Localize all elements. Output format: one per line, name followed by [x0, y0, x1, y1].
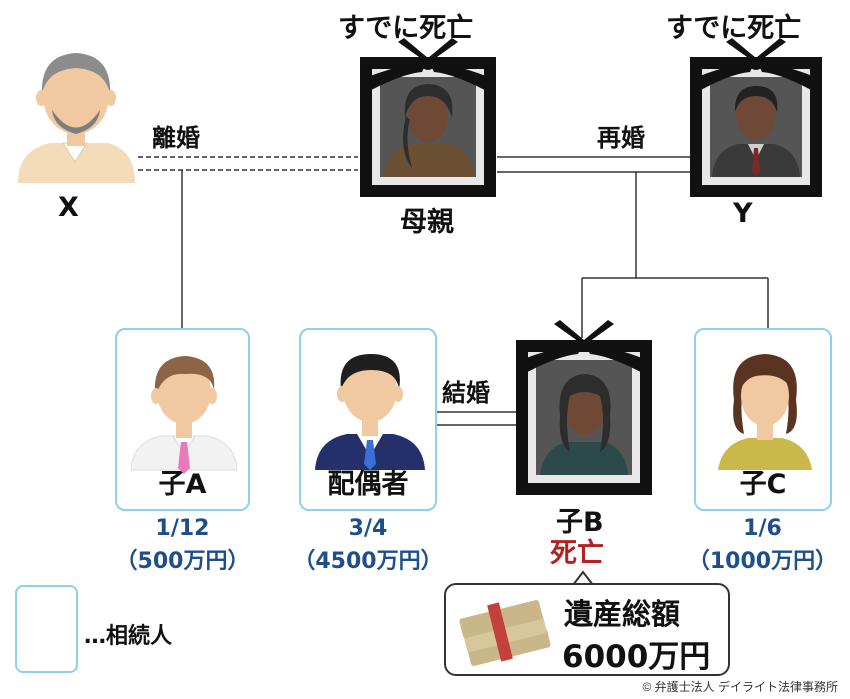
spouse-card: 配偶者	[299, 328, 437, 511]
spouse-avatar-icon	[315, 354, 425, 470]
child-a-avatar-icon	[130, 356, 238, 474]
child-a-amount: （500万円）	[115, 549, 250, 574]
child-a-name: 子A	[158, 469, 207, 500]
legend-text: …相続人	[84, 624, 173, 649]
child-b-status: 死亡	[550, 538, 604, 569]
money-stack-icon	[459, 600, 551, 666]
mother-label: 母親	[400, 207, 454, 238]
child-c-card: 子C	[694, 328, 832, 511]
copyright-credit: © 弁護士法人 デイライト法律事務所	[642, 680, 838, 694]
child-a-share: 1/12	[155, 516, 210, 541]
legend-heir-box	[15, 585, 78, 673]
estate-amount: 6000万円	[562, 639, 711, 675]
spouse-name: 配偶者	[327, 469, 409, 500]
estate-box: 遺産総額 6000万円	[444, 583, 730, 676]
spouse-share: 3/4	[348, 516, 388, 541]
child-c-avatar-icon	[718, 354, 812, 470]
remarriage-label: 再婚	[597, 124, 645, 152]
child-b-name: 子B	[556, 507, 604, 538]
spouse-amount: （4500万円）	[293, 549, 443, 574]
already-dead-label-y: すでに死亡	[666, 13, 802, 44]
child-c-share: 1/6	[743, 516, 782, 541]
child-a-card: 子A	[115, 328, 250, 511]
estate-title: 遺産総額	[564, 597, 681, 631]
divorce-label: 離婚	[152, 124, 200, 152]
marriage-label: 結婚	[442, 379, 490, 407]
child-c-name: 子C	[739, 469, 787, 500]
person-y-label: Y	[733, 198, 753, 229]
child-c-amount: （1000万円）	[687, 549, 838, 574]
already-dead-label-mother: すでに死亡	[338, 13, 474, 44]
person-x-label: X	[58, 192, 79, 223]
